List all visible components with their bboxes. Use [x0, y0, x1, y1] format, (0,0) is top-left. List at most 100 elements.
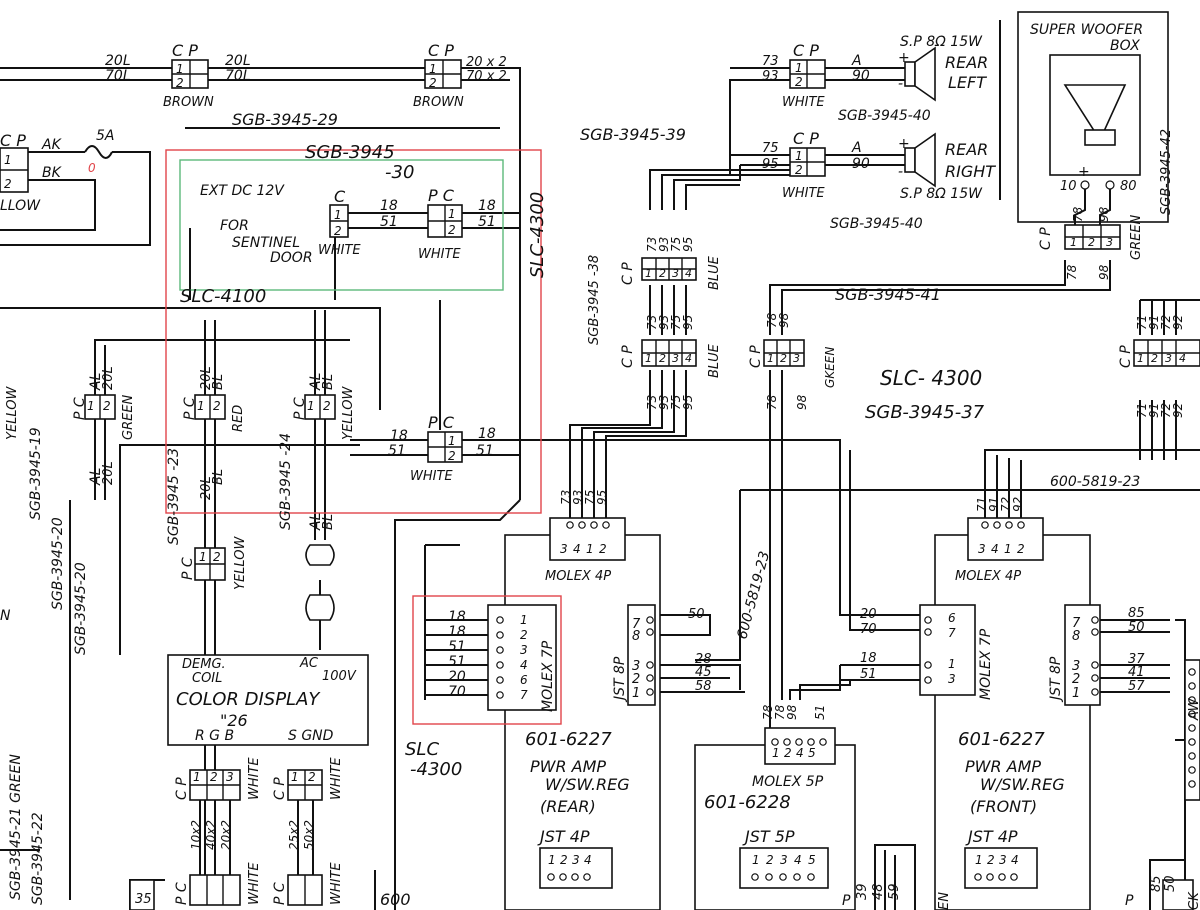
connector-pin [1091, 674, 1099, 682]
label-sgb-3945-37: SGB-3945-37 [865, 402, 985, 423]
svg-text:2: 2 [520, 628, 528, 642]
svg-text:1: 1 [448, 207, 456, 221]
svg-text:3: 3 [1165, 352, 1172, 365]
svg-text:95: 95 [762, 157, 779, 172]
svg-text:BK: BK [42, 165, 63, 181]
connector-pin [602, 521, 610, 529]
svg-text:3: 3 [572, 853, 580, 867]
svg-text:20L: 20L [199, 476, 214, 500]
svg-text:1: 1 [176, 62, 184, 76]
label-sgb-3945-39: SGB-3945-39 [580, 125, 686, 144]
connector-pin [793, 873, 801, 881]
connector-pin [986, 873, 994, 881]
connector-pin [646, 688, 654, 696]
svg-text:SGB-3945-40: SGB-3945-40 [830, 216, 923, 232]
svg-text:51: 51 [813, 705, 827, 720]
svg-text:4: 4 [685, 267, 692, 280]
svg-text:78: 78 [761, 704, 775, 720]
label-jst-8p-front: JST 8P [1048, 656, 1064, 703]
svg-text:10: 10 [1060, 179, 1077, 194]
svg-text:2: 2 [176, 76, 184, 90]
svg-text:C P: C P [1118, 345, 1134, 368]
svg-text:20L: 20L [101, 366, 116, 390]
svg-text:1: 1 [645, 267, 652, 280]
svg-text:1: 1 [948, 657, 956, 671]
svg-text:2: 2 [784, 746, 792, 760]
svg-text:1: 1 [199, 550, 207, 564]
svg-text:1: 1 [645, 352, 652, 365]
svg-text:C P: C P [1038, 227, 1054, 250]
svg-text:WHITE: WHITE [247, 757, 262, 800]
svg-text:90: 90 [852, 156, 870, 172]
label-601-6228: 601-6228 [704, 792, 791, 813]
svg-text:20: 20 [860, 607, 877, 622]
svg-text:2: 2 [599, 542, 607, 556]
svg-text:1: 1 [291, 770, 299, 784]
svg-text:71: 71 [1135, 403, 1149, 418]
svg-text:28: 28 [695, 652, 712, 667]
svg-text:DOOR: DOOR [270, 250, 313, 266]
label-sgb-3945-42: SGB-3945-42 [1159, 129, 1174, 215]
svg-text:85: 85 [1149, 875, 1164, 892]
connector-pin [771, 738, 779, 746]
connector-pin [783, 738, 791, 746]
svg-text:3: 3 [793, 352, 800, 365]
svg-text:YELLOW: YELLOW [341, 386, 356, 440]
svg-text:5: 5 [808, 853, 816, 867]
svg-text:75: 75 [762, 141, 779, 156]
svg-text:18: 18 [448, 609, 466, 625]
connector-pin [795, 738, 803, 746]
svg-text:80: 80 [1120, 179, 1137, 194]
svg-text:AK: AK [41, 137, 63, 153]
svg-text:7: 7 [632, 617, 641, 632]
connector-pin [924, 676, 932, 684]
svg-text:71: 71 [975, 497, 989, 512]
label-super-woofer: SUPER WOOFER [1030, 22, 1143, 38]
svg-text:93: 93 [657, 395, 671, 410]
svg-text:3: 3 [1106, 236, 1113, 249]
svg-text:7: 7 [1072, 616, 1081, 631]
svg-text:78: 78 [765, 394, 779, 410]
label-brown-2: BROWN [413, 95, 464, 110]
svg-text:91: 91 [987, 497, 1001, 512]
svg-text:REAR: REAR [945, 140, 988, 159]
svg-text:98: 98 [1097, 264, 1111, 280]
svg-text:18: 18 [390, 428, 408, 444]
svg-text:-30: -30 [385, 162, 414, 183]
svg-text:C P: C P [793, 129, 819, 148]
wires [0, 67, 1200, 910]
svg-text:4: 4 [1179, 352, 1186, 365]
svg-text:WHITE: WHITE [247, 862, 262, 905]
connector-pin [496, 616, 504, 624]
connector-pin [1188, 668, 1196, 676]
svg-text:W/SW.REG: W/SW.REG [545, 775, 630, 794]
svg-text:2: 2 [1017, 542, 1025, 556]
svg-text:93: 93 [657, 315, 671, 330]
svg-text:A: A [851, 53, 862, 69]
svg-text:BL: BL [211, 374, 226, 390]
jst-4p-front [964, 847, 1038, 889]
svg-text:600: 600 [380, 890, 411, 909]
svg-text:73: 73 [645, 315, 659, 330]
svg-text:C P: C P [620, 345, 636, 368]
svg-text:PWR AMP: PWR AMP [965, 757, 1041, 776]
svg-text:50: 50 [1128, 620, 1145, 635]
connector-pin [1010, 873, 1018, 881]
svg-text:P C: P C [72, 397, 88, 420]
svg-text:1: 1 [307, 399, 315, 413]
svg-text:1: 1 [197, 399, 205, 413]
svg-text:1: 1 [975, 853, 983, 867]
connector-pin [765, 873, 773, 881]
label-jst-8p-rear: JST 8P [612, 656, 628, 703]
svg-text:SGB-3945-20: SGB-3945-20 [73, 562, 89, 655]
connector-pin [590, 521, 598, 529]
svg-text:+: + [898, 50, 910, 66]
text-labels: 20L 70L C P 1 2 20L 70L BROWN C P 1 2 20… [0, 20, 1200, 910]
svg-text:WHITE: WHITE [410, 469, 453, 484]
connector-pin [646, 661, 654, 669]
svg-text:WHITE: WHITE [318, 243, 361, 258]
svg-text:3: 3 [672, 352, 679, 365]
svg-text:78: 78 [1071, 206, 1085, 222]
svg-text:P C: P C [428, 186, 455, 205]
